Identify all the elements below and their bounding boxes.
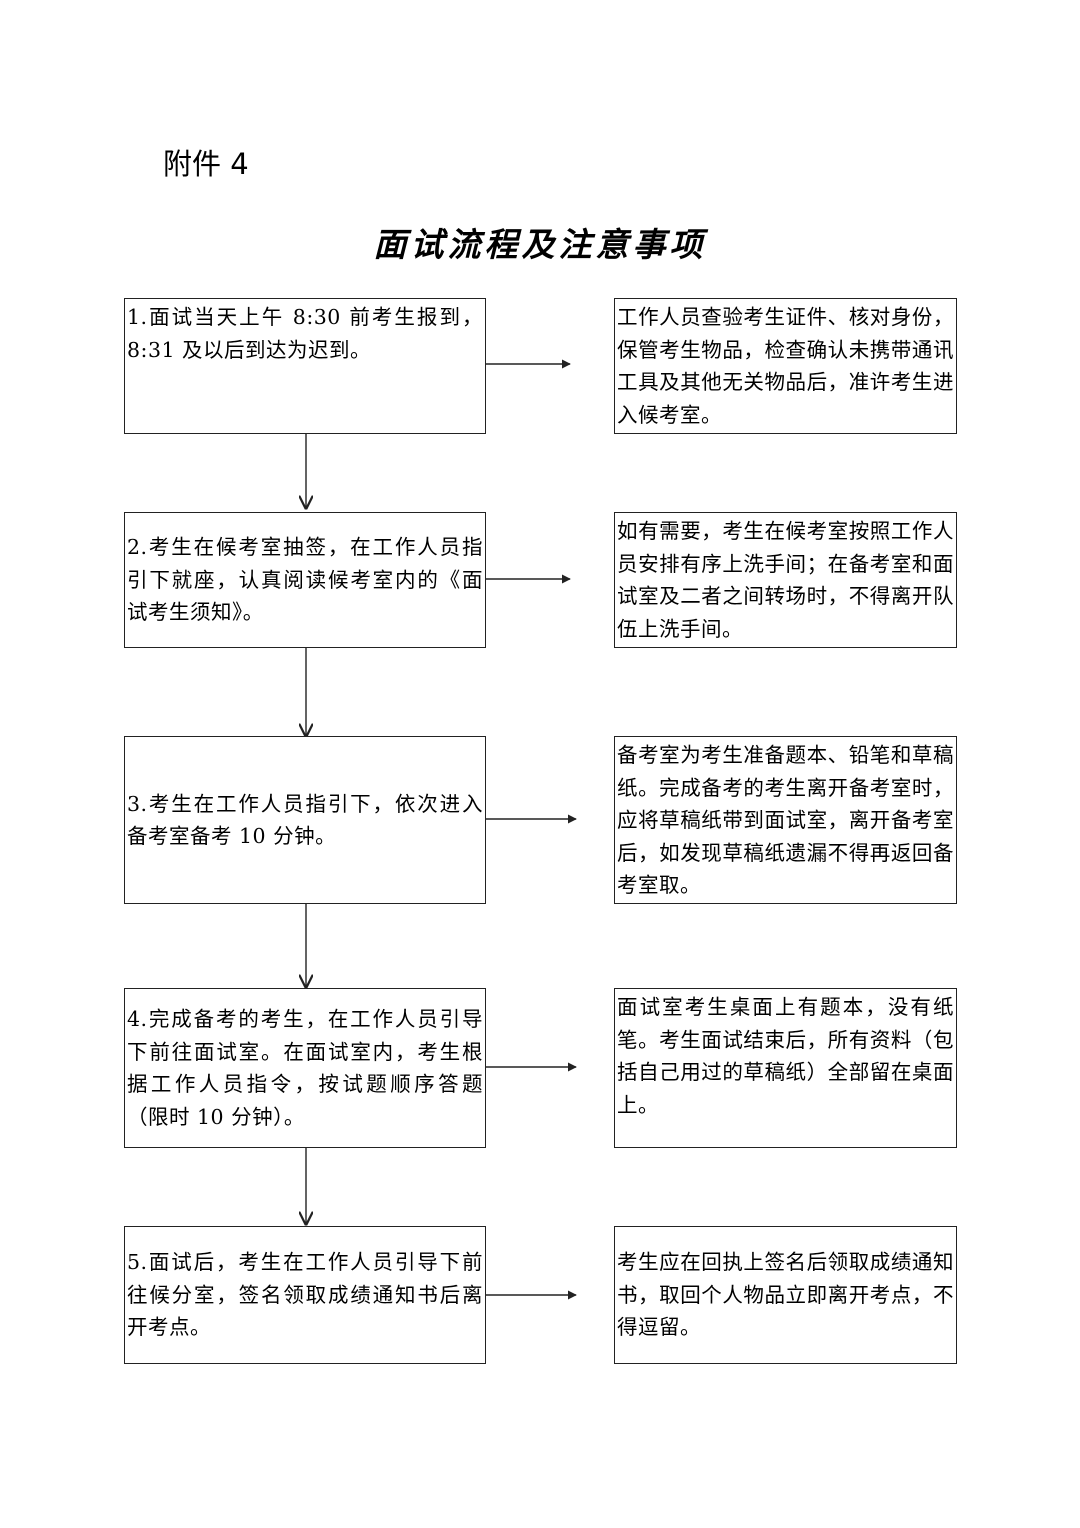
step-1-box: 1.面试当天上午 8:30 前考生报到，8:31 及以后到达为迟到。 [124,298,486,434]
attachment-label: 附件 4 [163,147,249,181]
step-2-text: 2.考生在候考室抽签，在工作人员指引下就座，认真阅读候考室内的《面试考生须知》。 [127,535,483,625]
step-2-note-box: 如有需要，考生在候考室按照工作人员安排有序上洗手间；在备考室和面试室及二者之间转… [614,512,957,648]
step-2-note-text: 如有需要，考生在候考室按照工作人员安排有序上洗手间；在备考室和面试室及二者之间转… [617,519,954,641]
step-3-note-text: 备考室为考生准备题本、铅笔和草稿纸。完成备考的考生离开备考室时，应将草稿纸带到面… [617,743,954,897]
step-3-note-box: 备考室为考生准备题本、铅笔和草稿纸。完成备考的考生离开备考室时，应将草稿纸带到面… [614,736,957,904]
step-4-text: 4.完成备考的考生，在工作人员引导下前往面试室。在面试室内，考生根据工作人员指令… [127,1007,483,1129]
step-4-box: 4.完成备考的考生，在工作人员引导下前往面试室。在面试室内，考生根据工作人员指令… [124,988,486,1148]
step-3-text: 3.考生在工作人员指引下，依次进入备考室备考 10 分钟。 [127,791,483,849]
step-3-box: 3.考生在工作人员指引下，依次进入备考室备考 10 分钟。 [124,736,486,904]
page-title: 面试流程及注意事项 [373,225,707,264]
step-5-box: 5.面试后，考生在工作人员引导下前往候分室，签名领取成绩通知书后离开考点。 [124,1226,486,1364]
step-4-note-box: 面试室考生桌面上有题本，没有纸笔。考生面试结束后，所有资料（包括自己用过的草稿纸… [614,988,957,1148]
step-1-note-box: 工作人员查验考生证件、核对身份，保管考生物品，检查确认未携带通讯工具及其他无关物… [614,298,957,434]
step-1-note-text: 工作人员查验考生证件、核对身份，保管考生物品，检查确认未携带通讯工具及其他无关物… [617,305,954,427]
step-5-text: 5.面试后，考生在工作人员引导下前往候分室，签名领取成绩通知书后离开考点。 [127,1250,483,1340]
step-4-note-text: 面试室考生桌面上有题本，没有纸笔。考生面试结束后，所有资料（包括自己用过的草稿纸… [617,995,954,1117]
step-5-note-box: 考生应在回执上签名后领取成绩通知书，取回个人物品立即离开考点，不得逗留。 [614,1226,957,1364]
step-2-box: 2.考生在候考室抽签，在工作人员指引下就座，认真阅读候考室内的《面试考生须知》。 [124,512,486,648]
step-1-text: 1.面试当天上午 8:30 前考生报到，8:31 及以后到达为迟到。 [127,305,483,362]
step-5-note-text: 考生应在回执上签名后领取成绩通知书，取回个人物品立即离开考点，不得逗留。 [617,1250,954,1340]
